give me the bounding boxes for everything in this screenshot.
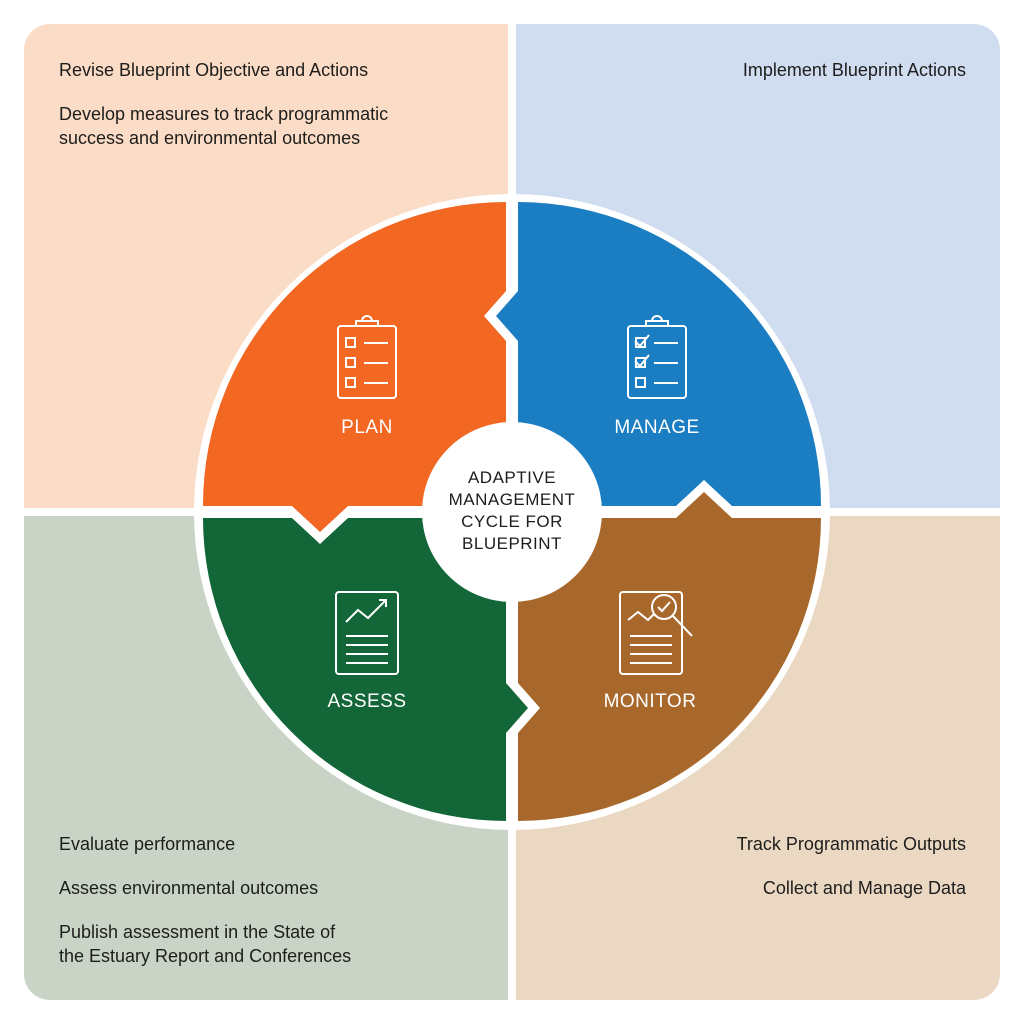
plan-text-2: Develop measures to track programmatic [59, 104, 389, 124]
monitor-label: MONITOR [604, 691, 697, 712]
checklist-icon [337, 315, 397, 399]
monitor-text-1: Track Programmatic Outputs [736, 834, 966, 854]
magnifier-report-icon [619, 591, 693, 675]
center-label-line-1: ADAPTIVE [468, 468, 556, 487]
assess-text-3: Publish assessment in the State of [59, 922, 336, 942]
assess-text-2: Assess environmental outcomes [59, 878, 319, 898]
plan-text-1: Revise Blueprint Objective and Actions [59, 60, 369, 80]
monitor-segment [518, 492, 821, 821]
manage-text-1: Implement Blueprint Actions [742, 60, 966, 80]
center-circle [422, 422, 602, 602]
plan-text-3: success and environmental outcomes [59, 128, 361, 148]
manage-segment [496, 201, 822, 506]
center-label-line-4: BLUEPRINT [462, 534, 562, 553]
assess-label: ASSESS [327, 691, 406, 712]
assess-segment [203, 518, 528, 821]
monitor-text-2: Collect and Manage Data [762, 878, 966, 898]
checked-checklist-icon [627, 315, 687, 399]
center-label-line-2: MANAGEMENT [449, 490, 576, 509]
center-label-line-3: CYCLE FOR [461, 512, 563, 531]
assess-text-1: Evaluate performance [59, 834, 236, 854]
plan-label: PLAN [341, 417, 393, 438]
assess-text-4: the Estuary Report and Conferences [59, 946, 352, 966]
manage-label: MANAGE [614, 417, 699, 438]
trend-report-icon [335, 591, 399, 675]
